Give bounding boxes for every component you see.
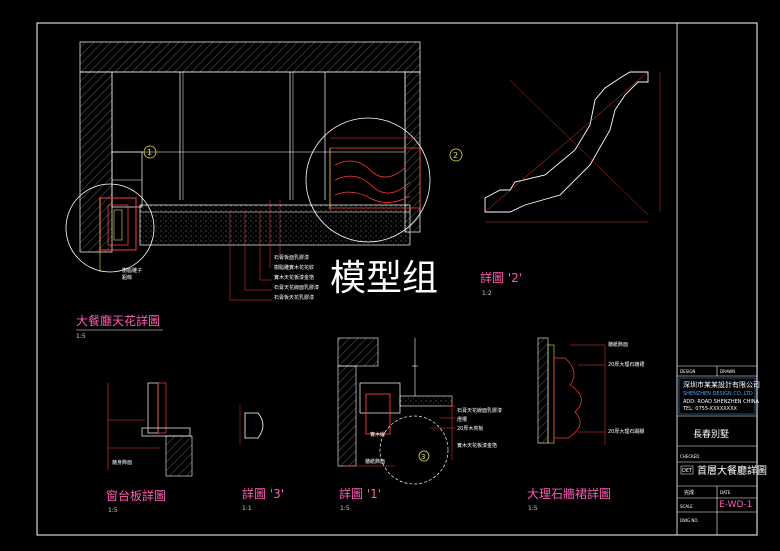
tb-small-label: DWG NO. bbox=[680, 518, 699, 523]
drawn-by: 完成 bbox=[684, 489, 694, 496]
detail-1-note: 燈槽 bbox=[457, 416, 467, 423]
marble-detail-scale: 1:5 bbox=[528, 505, 538, 512]
drawing-prefix: DET bbox=[682, 468, 693, 474]
detail-1-note: 石膏天花線面乳膠漆 bbox=[457, 407, 502, 414]
watermark: 模型组 bbox=[330, 258, 438, 299]
company-name: 深圳市某某設計有限公司 bbox=[683, 380, 760, 389]
tb-small-label: DRAWN bbox=[720, 369, 735, 374]
callout-3: 3 bbox=[421, 453, 425, 461]
ceiling-small-note: 鋁條 bbox=[122, 274, 132, 281]
title-block: 深圳市某某設計有限公司 SHENZHEN DESIGN CO.,LTD ADD:… bbox=[676, 23, 767, 535]
detail-1-note: 實木天花板漆金箔 bbox=[457, 442, 497, 449]
detail-3-drawing: 詳圖 '3' 1:1 bbox=[239, 405, 284, 512]
tb-small-label: DESIGN bbox=[680, 369, 695, 374]
company-tel: TEL: 0755-XXXXXXXX bbox=[682, 406, 738, 412]
detail-1-note: 20厚木夾板 bbox=[457, 425, 483, 432]
tb-small-label: CHECKED bbox=[680, 454, 699, 459]
company-line-en: SHENZHEN DESIGN CO.,LTD bbox=[683, 391, 753, 397]
drawing-name: 首層大餐廳詳圖 bbox=[697, 464, 767, 477]
ceiling-note: 石膏天花線面乳膠漆 bbox=[274, 284, 319, 291]
sill-note: 牆身飾面 bbox=[112, 459, 132, 466]
sill-detail: 牆身飾面 窗台板詳圖 1:5 bbox=[106, 382, 193, 514]
ceiling-note: 石膏板面乳膠漆 bbox=[274, 254, 309, 261]
tb-small-label: DATE bbox=[720, 490, 731, 495]
detail-3-title: 詳圖 '3' bbox=[242, 486, 284, 501]
ceiling-small-note: 樹脂雕子 bbox=[122, 267, 142, 274]
detail-2-scale: 1:2 bbox=[482, 290, 492, 297]
detail-2-drawing: 詳圖 '2' 1:2 bbox=[480, 71, 661, 297]
ceiling-note: 石膏板天花乳膠漆 bbox=[274, 294, 314, 301]
detail-1-scale: 1:5 bbox=[340, 505, 350, 512]
project-name: 長春別墅 bbox=[693, 428, 729, 440]
sill-detail-scale: 1:5 bbox=[108, 507, 118, 514]
detail-1-title: 詳圖 '1' bbox=[339, 486, 381, 501]
detail-3-scale: 1:1 bbox=[242, 505, 252, 512]
detail-1-drawing: 3 石膏天花線面乳膠漆 燈槽 20厚木夾板 實木天花板漆金箔 實木線 牆紙飾面 … bbox=[337, 337, 502, 512]
drawing-code: E-WD-1 bbox=[719, 500, 752, 510]
marble-note: 20厚大理石踢腳 bbox=[608, 428, 644, 435]
ceiling-note: 樹脂雕實木花花紋 bbox=[274, 264, 314, 271]
ceiling-note: 實木天花板漆金箔 bbox=[274, 274, 314, 281]
detail-1-bottom-note: 牆紙飾面 bbox=[365, 458, 385, 465]
detail-1-inner-note: 實木線 bbox=[370, 431, 385, 438]
sill-detail-title: 窗台板詳圖 bbox=[106, 488, 166, 503]
marble-detail: 牆紙飾面 20厚大理石牆裙 20厚大理石踢腳 大理石牆裙詳圖 1:5 bbox=[527, 337, 644, 512]
callout-2: 2 bbox=[453, 151, 458, 160]
tb-small-label: SCALE bbox=[680, 504, 693, 509]
marble-note: 牆紙飾面 bbox=[608, 341, 628, 348]
sheet-border bbox=[36, 22, 758, 536]
company-address: ADD: ROAD SHENZHEN CHINA bbox=[683, 399, 760, 405]
ceiling-detail: 1 2 石膏板面乳膠漆 樹脂雕實木花花紋 實木天花板漆金箔 石膏天花線面乳膠漆 … bbox=[65, 41, 463, 340]
ceiling-detail-title: 大餐廳天花詳圖 bbox=[76, 313, 160, 328]
detail-2-title: 詳圖 '2' bbox=[480, 270, 522, 285]
marble-note: 20厚大理石牆裙 bbox=[608, 361, 644, 368]
ceiling-detail-scale: 1:5 bbox=[76, 333, 86, 340]
marble-detail-title: 大理石牆裙詳圖 bbox=[527, 486, 611, 501]
callout-1: 1 bbox=[147, 148, 152, 157]
